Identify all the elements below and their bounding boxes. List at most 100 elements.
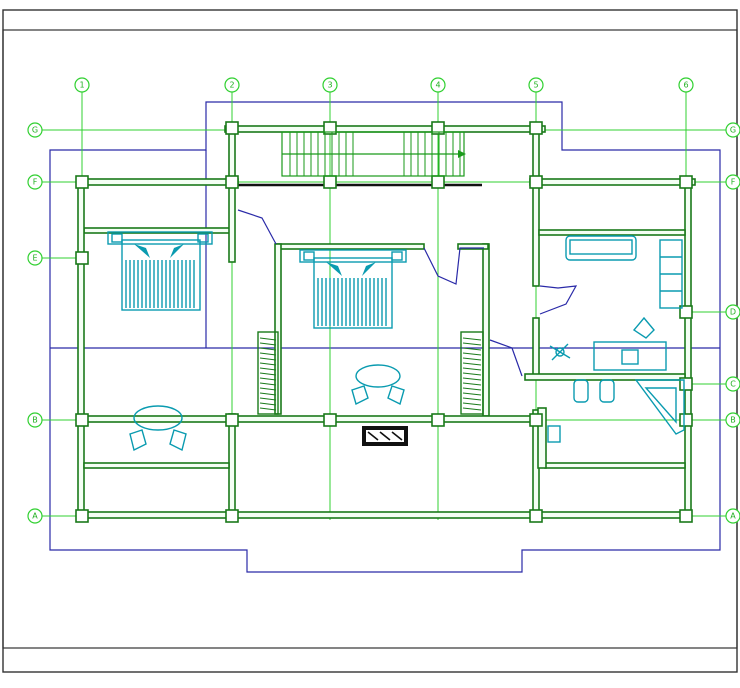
armchair-icon — [549, 316, 667, 371]
grid-label-A-right: A — [725, 508, 740, 524]
wall-top-stair — [224, 125, 546, 133]
grid-label-text: 3 — [327, 81, 332, 90]
grid-label-text: B — [730, 416, 736, 425]
grid-label-text: A — [730, 512, 736, 521]
wardrobe-hanger — [259, 352, 277, 356]
post — [75, 413, 89, 427]
toilet-icon — [573, 379, 615, 403]
wardrobe-hanger — [462, 362, 482, 366]
wardrobe-hanger — [462, 397, 482, 401]
grid-axis-labels: 1 2 3 4 5 6G G F F E D C B B A A — [27, 77, 740, 524]
bathroom-sink-icon — [547, 425, 561, 443]
post — [75, 251, 89, 265]
wardrobe-hanger — [259, 392, 277, 396]
grid-label-text: D — [730, 308, 736, 317]
wardrobe-hanger — [259, 407, 277, 411]
wardrobe-hanger — [462, 387, 482, 391]
wardrobe-hanger — [259, 362, 277, 366]
wardrobe-hanger — [259, 372, 277, 376]
post — [679, 413, 693, 427]
wardrobe-hanger — [259, 347, 277, 351]
wall-left-outer — [77, 178, 85, 520]
wardrobe-hanger — [259, 402, 277, 406]
grid-label-G: G — [27, 122, 43, 138]
wardrobe-hanger — [462, 352, 482, 356]
staircase-icon — [281, 131, 466, 177]
grid-label-text: E — [32, 254, 37, 263]
grid-label-text: 6 — [683, 81, 688, 90]
building-outline — [49, 101, 721, 573]
wall-living-top — [538, 229, 686, 236]
grid-label-text: G — [730, 126, 736, 135]
post — [323, 175, 337, 189]
wall-right-outer — [684, 178, 692, 520]
table-chairs-icon — [129, 405, 187, 452]
wardrobe-hanger — [462, 357, 482, 361]
grid-label-F-right: F — [725, 174, 740, 190]
wardrobe-hanger — [259, 367, 277, 371]
grid-label-text: 1 — [79, 81, 84, 90]
post — [225, 413, 239, 427]
wardrobe-hanger — [462, 367, 482, 371]
wardrobe-hanger — [462, 392, 482, 396]
grid-label-B: B — [27, 412, 43, 428]
table-chairs-icon — [351, 364, 405, 406]
post — [323, 413, 337, 427]
post — [225, 121, 239, 135]
wall-bedroom2-right-top — [457, 243, 489, 250]
outer-frame — [2, 9, 738, 673]
grid-label-G-right: G — [725, 122, 740, 138]
wardrobe-hanger — [259, 337, 277, 341]
grid-label-4: 4 — [430, 77, 446, 93]
post — [75, 509, 89, 523]
post — [431, 175, 445, 189]
wall-bedroom2-top — [275, 243, 425, 250]
post — [225, 509, 239, 523]
post — [75, 175, 89, 189]
wardrobe-hanger — [462, 347, 482, 351]
post — [431, 413, 445, 427]
grid-label-2: 2 — [224, 77, 240, 93]
wardrobe-hanger — [259, 342, 277, 346]
grid-label-D-right: D — [725, 304, 740, 320]
post — [529, 175, 543, 189]
grid-label-6: 6 — [678, 77, 694, 93]
wardrobe-icon — [460, 331, 484, 415]
grid-label-3: 3 — [322, 77, 338, 93]
doors — [237, 209, 578, 377]
grid-lines — [42, 92, 726, 520]
wall-bedroom2-right — [482, 243, 490, 417]
grid-label-text: 5 — [533, 81, 538, 90]
wall-f-right — [529, 178, 696, 186]
post — [323, 121, 337, 135]
wall-a — [77, 511, 692, 519]
post — [529, 121, 543, 135]
grid-label-text: F — [33, 178, 38, 187]
wardrobe-hanger — [259, 387, 277, 391]
inner-frame — [2, 29, 738, 649]
wall-b-left-lower — [83, 462, 230, 469]
grid-label-B-right: B — [725, 412, 740, 428]
grid-label-1: 1 — [74, 77, 90, 93]
post — [431, 121, 445, 135]
posts — [75, 121, 693, 523]
wall-axis2-upper — [228, 125, 236, 263]
post — [529, 509, 543, 523]
wardrobe-hanger — [259, 397, 277, 401]
grid-label-C-right: C — [725, 376, 740, 392]
grid-label-text: A — [32, 512, 38, 521]
post — [679, 377, 693, 391]
wardrobe-hanger — [259, 377, 277, 381]
wall-bath-top — [524, 373, 686, 381]
wall-f-left — [77, 178, 239, 186]
bathtub-icon — [634, 379, 685, 435]
wall-bath-lower-left — [537, 407, 547, 469]
wardrobe-hanger — [462, 402, 482, 406]
grid-label-F: F — [27, 174, 43, 190]
grid-label-E: E — [27, 250, 43, 266]
wardrobe-hanger — [259, 382, 277, 386]
wardrobe-hanger — [462, 372, 482, 376]
grid-label-5: 5 — [528, 77, 544, 93]
